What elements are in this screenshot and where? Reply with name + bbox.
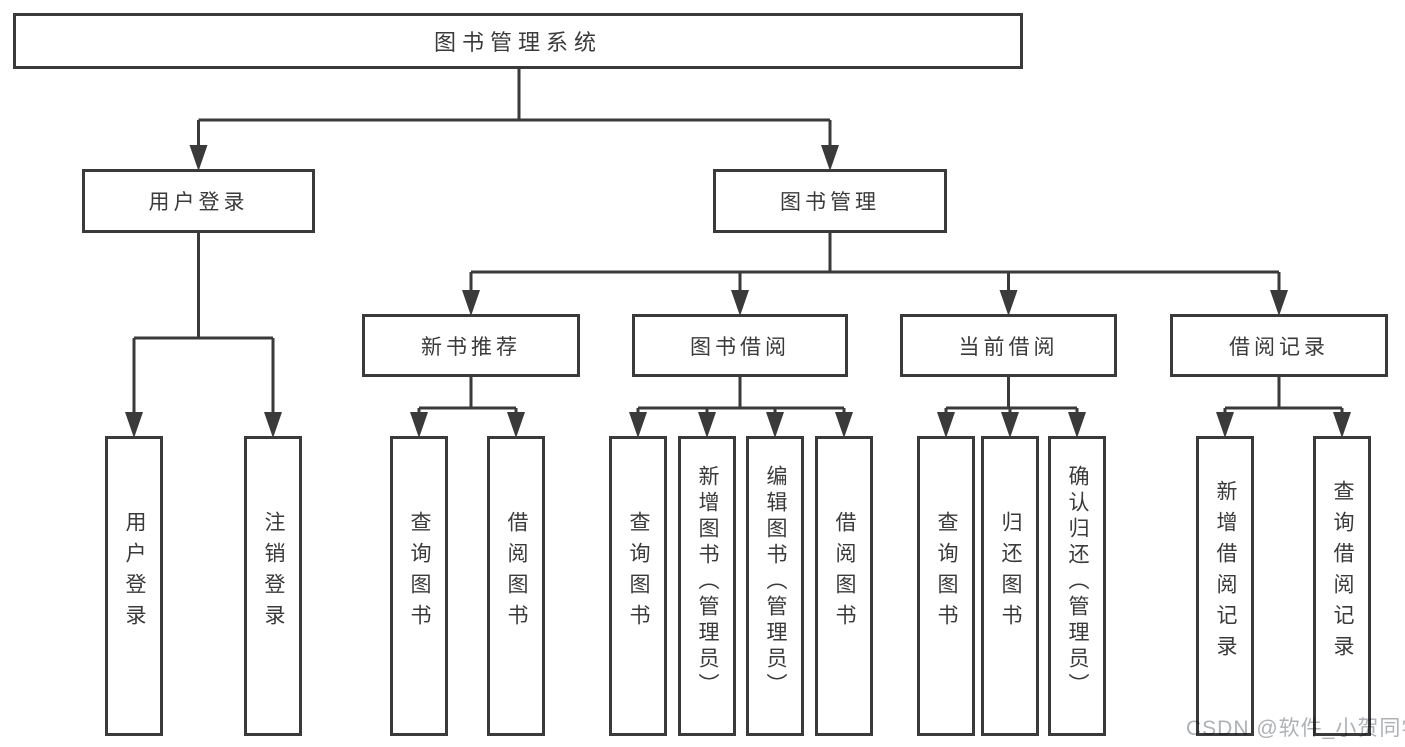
leaf-query-borrow-record: 查询借阅记录 [1313,436,1371,736]
leaf-return-books: 归还图书 [981,436,1039,736]
node-label: 查询借阅记录 [1331,480,1354,666]
node-label: 查询图书 [627,511,650,635]
leaf-logout: 注销登录 [244,436,302,736]
node-library-management-system: 图书管理系统 [13,13,1023,69]
node-label: 新增图书（管理员） [696,465,719,699]
node-label: 新书推荐 [421,335,521,359]
node-label: 用户登录 [123,511,146,635]
node-label: 图书管理系统 [433,30,602,55]
node-label: 查询图书 [408,511,431,635]
leaf-add-books-admin: 新增图书（管理员） [678,436,736,736]
leaf-confirm-return-admin: 确认归还（管理员） [1048,436,1106,736]
node-label: 借阅图书 [833,511,856,635]
node-label: 图书借阅 [690,335,790,359]
leaf-edit-books-admin: 编辑图书（管理员） [746,436,804,736]
node-label: 当前借阅 [958,335,1059,359]
node-label: 新增借阅记录 [1214,480,1237,666]
leaf-query-books-current: 查询图书 [917,436,975,736]
node-label: 归还图书 [999,511,1022,635]
node-label: 编辑图书（管理员） [764,465,787,699]
node-book-borrow: 图书借阅 [632,314,848,377]
node-user-login: 用户登录 [82,169,315,233]
leaf-borrow-books: 借阅图书 [815,436,873,736]
node-label: 借阅图书 [505,511,528,635]
node-book-management: 图书管理 [713,169,947,233]
csdn-watermark: CSDN @软件_小贺同学 [1186,717,1405,740]
node-label: 用户登录 [148,191,249,214]
node-current-borrow: 当前借阅 [900,314,1117,377]
leaf-query-books-borrow: 查询图书 [609,436,667,736]
node-label: 注销登录 [262,511,285,635]
leaf-query-books-recommend: 查询图书 [390,436,448,736]
leaf-add-borrow-record: 新增借阅记录 [1196,436,1254,736]
leaf-borrow-books-recommend: 借阅图书 [487,436,545,736]
node-label: 查询图书 [935,511,958,635]
node-label: 图书管理 [780,191,880,214]
node-borrow-records: 借阅记录 [1170,314,1388,377]
node-new-book-recommend: 新书推荐 [362,314,580,377]
node-label: 借阅记录 [1229,335,1329,359]
node-label: 确认归还（管理员） [1066,465,1089,699]
leaf-user-login: 用户登录 [105,436,163,736]
